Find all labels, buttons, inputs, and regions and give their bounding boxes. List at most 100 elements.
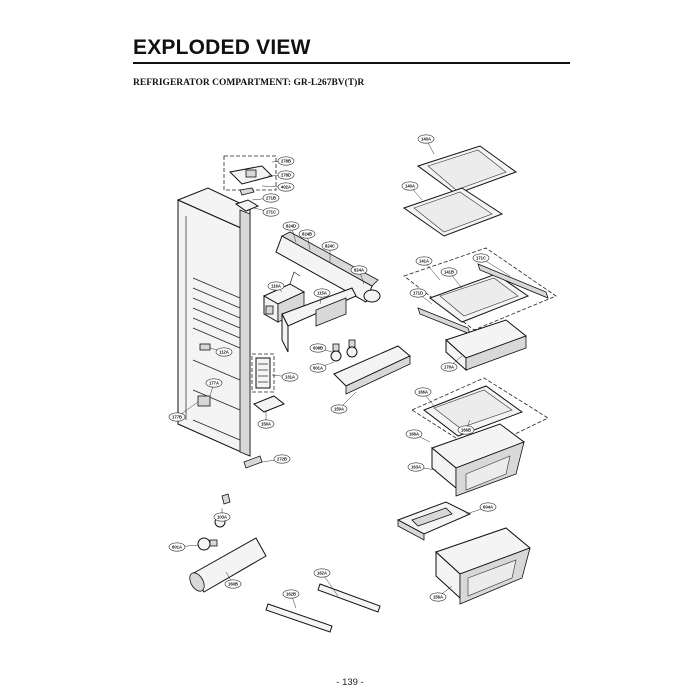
- label-bubble: [224, 579, 242, 589]
- part-callout-131a: 131A: [271, 372, 299, 382]
- label-bubble: [479, 502, 497, 512]
- label-bubble: [282, 221, 300, 231]
- part-callout-601a: 601A: [168, 542, 199, 552]
- label-bubble: [281, 372, 299, 382]
- part-label: 271B: [266, 196, 276, 201]
- label-bubble: [429, 592, 447, 602]
- part-label: 140A: [421, 137, 431, 142]
- label-bubble: [309, 363, 327, 373]
- part-callout-116a: 116A: [267, 281, 285, 293]
- second-shelf: [402, 187, 504, 237]
- part-callout-163a: 163A: [407, 462, 437, 472]
- part-label: 131A: [285, 375, 295, 380]
- part-label: 278D: [281, 173, 291, 178]
- label-bubble: [273, 454, 291, 464]
- part-callout-824c: 824C: [321, 241, 339, 262]
- part-label: 402A: [281, 185, 291, 190]
- label-bubble: [168, 542, 186, 552]
- control-bracket: [281, 287, 357, 353]
- part-label: 166A: [418, 390, 428, 395]
- label-bubble: [409, 288, 427, 298]
- part-callout-278d: 278D: [267, 170, 295, 180]
- part-callout-608b: 608B: [309, 343, 333, 353]
- part-callout-140a: 140A: [417, 134, 435, 155]
- part-label: 171D: [413, 291, 423, 296]
- label-bubble: [267, 281, 285, 291]
- part-callout-171c: 171C: [472, 253, 511, 277]
- part-label: 160B: [228, 582, 238, 587]
- refrigerator-cabinet: [176, 187, 251, 457]
- lower-shelf-assembly: [411, 377, 549, 453]
- drawer-rails: [265, 583, 381, 633]
- part-callout-162a: 162A: [313, 568, 339, 597]
- part-label: 141A: [419, 259, 429, 264]
- title-rule: [133, 62, 570, 64]
- lamp-cover-left: [253, 395, 285, 413]
- part-label: 163A: [411, 465, 421, 470]
- part-label: 171C: [476, 256, 486, 261]
- part-callout-171d: 171D: [409, 288, 433, 305]
- label-bubble: [262, 193, 280, 203]
- label-bubble: [282, 589, 300, 599]
- part-label: 166A: [409, 432, 419, 437]
- part-label: 140A: [405, 184, 415, 189]
- part-callout-271b: 271B: [251, 193, 280, 203]
- label-bubble: [257, 419, 275, 429]
- part-callout-278b: 278B: [271, 156, 295, 166]
- label-bubble: [277, 156, 295, 166]
- lower-drawer: [431, 423, 526, 497]
- label-bubble: [313, 288, 331, 298]
- part-label: 166B: [461, 428, 471, 433]
- part-callout-141b: 141B: [440, 267, 463, 289]
- part-callout-140a: 140A: [401, 181, 423, 201]
- part-callout-601a: 601A: [309, 361, 335, 373]
- part-label: 170A: [444, 365, 454, 370]
- label-bubble: [414, 387, 432, 397]
- label-bubble: [277, 170, 295, 180]
- part-callout-162b: 162B: [282, 589, 300, 609]
- label-bubble: [277, 182, 295, 192]
- label-bubble: [330, 404, 348, 414]
- bottom-small-parts: [197, 455, 263, 551]
- part-label: 141B: [444, 270, 454, 275]
- part-label: 278B: [281, 159, 291, 164]
- label-bubble: [407, 462, 425, 472]
- lamp-bulbs: [330, 339, 358, 362]
- label-bubble: [215, 347, 233, 357]
- part-callout-150a: 150A: [257, 410, 275, 429]
- part-callout-824a: 824A: [350, 265, 368, 285]
- small-drawer: [445, 319, 528, 372]
- part-label: 824A: [354, 268, 364, 273]
- middle-shelf-assembly: [403, 247, 557, 335]
- control-box: [262, 271, 306, 323]
- label-bubble: [262, 207, 280, 217]
- label-bubble: [298, 229, 316, 239]
- part-label: 115A: [317, 291, 327, 296]
- part-callout-166a: 166A: [405, 429, 431, 443]
- page-number: - 139 -: [336, 677, 364, 688]
- part-label: 601A: [172, 545, 182, 550]
- part-callout-156a: 156A: [429, 585, 453, 602]
- vegetable-drawer: [435, 527, 531, 605]
- top-shelf: [416, 145, 518, 195]
- part-label: 271C: [266, 210, 276, 215]
- page-title: EXPLODED VIEW: [133, 36, 311, 59]
- label-bubble: [309, 343, 327, 353]
- part-callout-272b: 272B: [261, 454, 291, 464]
- part-label: 177A: [209, 381, 219, 386]
- part-label: 116A: [271, 284, 281, 289]
- part-callout-166a: 166A: [414, 387, 435, 407]
- part-label: 150A: [334, 407, 344, 412]
- part-callout-141a: 141A: [415, 256, 441, 281]
- part-label: 608B: [313, 346, 323, 351]
- part-callout-824d: 824D: [282, 221, 300, 243]
- part-callout-824b: 824B: [298, 229, 316, 251]
- part-label: 162A: [317, 571, 327, 576]
- part-callout-177b: 177B: [168, 401, 199, 422]
- part-label: 272B: [277, 457, 287, 462]
- label-bubble: [440, 267, 458, 277]
- label-bubble: [205, 378, 223, 388]
- label-bubble: [457, 425, 475, 435]
- label-bubble: [405, 429, 423, 439]
